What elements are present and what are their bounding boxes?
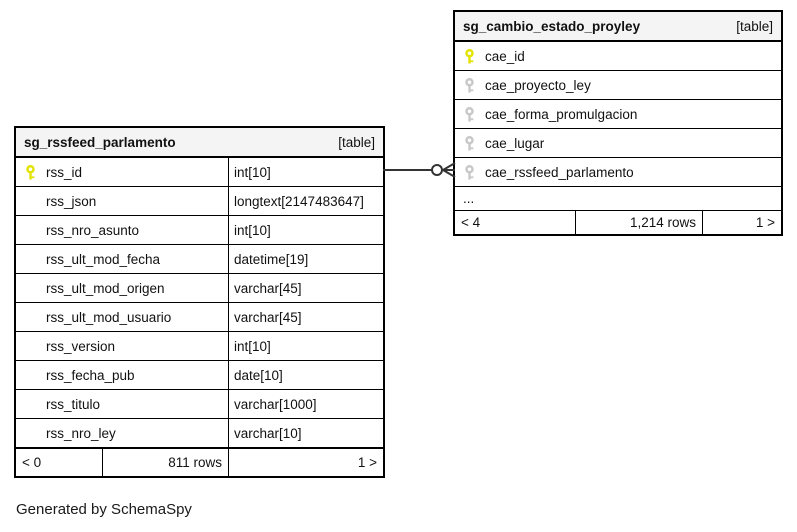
column-name: rss_version bbox=[46, 338, 116, 354]
table-type-badge: [table] bbox=[736, 18, 773, 34]
table-row[interactable]: rss_fecha_pub date[10] bbox=[16, 361, 383, 390]
table-row[interactable]: cae_proyecto_ley bbox=[455, 71, 781, 100]
table-header[interactable]: sg_cambio_estado_proyley [table] bbox=[455, 12, 781, 42]
relationship-connector bbox=[383, 162, 456, 178]
table-row[interactable]: rss_nro_ley varchar[10] bbox=[16, 419, 383, 448]
column-name: cae_forma_promulgacion bbox=[485, 106, 638, 122]
column-name: rss_titulo bbox=[46, 396, 101, 412]
column-name: rss_ult_mod_fecha bbox=[46, 251, 161, 267]
table-footer: < 0 811 rows 1 > bbox=[16, 448, 383, 476]
column-name: rss_ult_mod_origen bbox=[46, 280, 165, 296]
more-columns-indicator: ... bbox=[455, 187, 781, 211]
table-row[interactable]: rss_id int[10] bbox=[16, 158, 383, 187]
table-header[interactable]: sg_rssfeed_parlamento [table] bbox=[16, 128, 383, 158]
table-row[interactable]: cae_lugar bbox=[455, 129, 781, 158]
column-type: varchar[10] bbox=[234, 425, 302, 441]
pager-left: < 4 bbox=[455, 211, 576, 234]
foreign-key-icon bbox=[463, 106, 476, 122]
pager-right: 1 > bbox=[357, 455, 377, 470]
row-count: 1,214 rows bbox=[576, 211, 703, 234]
primary-key-icon bbox=[463, 48, 476, 64]
table-entity-sg-cambio-estado-proyley[interactable]: sg_cambio_estado_proyley [table] cae_id … bbox=[453, 10, 783, 236]
column-type: int[10] bbox=[234, 338, 271, 354]
column-name: rss_nro_ley bbox=[46, 425, 116, 441]
column-name: cae_lugar bbox=[485, 135, 545, 151]
crows-foot-many-end bbox=[442, 162, 456, 178]
table-footer: < 4 1,214 rows 1 > bbox=[455, 211, 781, 234]
table-row[interactable]: cae_forma_promulgacion bbox=[455, 100, 781, 129]
table-row[interactable]: rss_version int[10] bbox=[16, 332, 383, 361]
table-title[interactable]: sg_cambio_estado_proyley bbox=[463, 18, 641, 34]
column-name: rss_ult_mod_usuario bbox=[46, 309, 172, 325]
table-type-badge: [table] bbox=[338, 134, 375, 150]
foreign-key-icon bbox=[463, 135, 476, 151]
table-entity-sg-rssfeed-parlamento[interactable]: sg_rssfeed_parlamento [table] rss_id int… bbox=[14, 126, 385, 478]
primary-key-icon bbox=[24, 164, 37, 180]
column-type: int[10] bbox=[234, 222, 271, 238]
foreign-key-icon bbox=[463, 164, 476, 180]
table-row[interactable]: rss_ult_mod_origen varchar[45] bbox=[16, 274, 383, 303]
table-row[interactable]: rss_ult_mod_fecha datetime[19] bbox=[16, 245, 383, 274]
pager-right: 1 > bbox=[755, 215, 775, 230]
column-name: cae_proyecto_ley bbox=[485, 77, 591, 93]
foreign-key-icon bbox=[463, 77, 476, 93]
column-name: cae_rssfeed_parlamento bbox=[485, 164, 634, 180]
column-type: varchar[45] bbox=[234, 280, 302, 296]
table-title[interactable]: sg_rssfeed_parlamento bbox=[24, 134, 176, 150]
column-name: rss_fecha_pub bbox=[46, 367, 135, 383]
column-name: rss_id bbox=[46, 164, 83, 180]
column-type: varchar[45] bbox=[234, 309, 302, 325]
table-row[interactable]: rss_json longtext[2147483647] bbox=[16, 187, 383, 216]
column-name: cae_id bbox=[485, 48, 525, 64]
column-name: rss_nro_asunto bbox=[46, 222, 140, 238]
pager-left: < 0 bbox=[16, 449, 103, 476]
schemaspy-attribution: Generated by SchemaSpy bbox=[16, 501, 192, 518]
column-type: datetime[19] bbox=[234, 251, 309, 267]
row-count: 811 rows bbox=[103, 449, 229, 476]
table-row[interactable]: rss_titulo varchar[1000] bbox=[16, 390, 383, 419]
table-row[interactable]: rss_ult_mod_usuario varchar[45] bbox=[16, 303, 383, 332]
column-type: int[10] bbox=[234, 164, 271, 180]
table-row[interactable]: cae_rssfeed_parlamento bbox=[455, 158, 781, 187]
zero-cardinality-circle bbox=[431, 164, 443, 176]
column-name: rss_json bbox=[46, 193, 97, 209]
table-row[interactable]: rss_nro_asunto int[10] bbox=[16, 216, 383, 245]
column-type: varchar[1000] bbox=[234, 396, 317, 412]
column-type: date[10] bbox=[234, 367, 283, 383]
table-row[interactable]: cae_id bbox=[455, 42, 781, 71]
column-type: longtext[2147483647] bbox=[234, 193, 364, 209]
